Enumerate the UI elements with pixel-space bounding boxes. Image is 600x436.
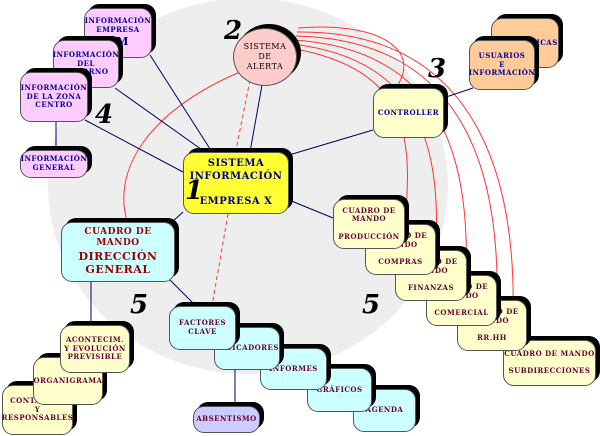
node-label-line: DE: [258, 52, 272, 61]
node-label-line: MANDO: [351, 214, 387, 224]
node-label-line: INFORMACIÓN: [468, 68, 536, 78]
node-label-line: CENTRO: [35, 100, 73, 110]
section-number: 2: [224, 16, 243, 46]
node-label-line: CUADRO DE: [342, 205, 396, 215]
node-label-line: PRODUCCIÓN: [338, 231, 400, 241]
node-label-line: ACONTECIM.: [65, 334, 125, 344]
node-label-line: COMPRAS: [378, 257, 423, 267]
node-controller: CONTROLLER: [373, 88, 444, 138]
link-lines: [55, 54, 474, 406]
node-label-line: INFORMES: [269, 363, 318, 373]
section-number: 4: [95, 100, 114, 130]
node-label-line: CUADRO DE MANDO: [84, 227, 152, 249]
node-label-line: SISTEMA: [207, 158, 265, 169]
section-number: 3: [428, 54, 447, 84]
node-label-line: EMPRESA: [96, 25, 140, 35]
node-label-line: PREVISIBLE: [67, 352, 123, 362]
node-label-line: USUARIOS: [478, 50, 526, 60]
node-label-line: ORGANIGRAMA: [33, 375, 103, 385]
node-label-line: EMPRESA X: [199, 195, 273, 207]
node-label-line: DEL: [77, 58, 95, 68]
node-absentismo: ABSENTISMO: [193, 406, 260, 433]
node-label-line: INFORMACIÓN: [189, 170, 283, 182]
section-number: 5: [362, 290, 381, 320]
node-label-line: CLAVE: [188, 327, 217, 336]
node-label-line: E: [499, 59, 505, 69]
node-label-line: SUBDIRECCIONES: [508, 366, 591, 376]
node-label-line: Y: [34, 404, 41, 414]
node-label-line: DIRECCIÓN: [78, 249, 158, 263]
node-label-line: RESPONSABLES: [1, 413, 74, 423]
node-label-line: GRÁFICOS: [316, 384, 363, 394]
node-label-line: SISTEMA: [243, 42, 287, 51]
node-label-line: FACTORES: [178, 318, 227, 328]
node-label-line: INFORMACIÓN: [20, 154, 88, 164]
node-label-line: INFORMACIÓN: [52, 49, 120, 59]
node-label-line: RR.HH: [477, 333, 507, 343]
node-label-line: [234, 183, 238, 196]
node-label-line: DE LA ZONA: [26, 91, 82, 101]
node-label-line: ENTORNO: [63, 67, 109, 77]
node-label-line: COMERCIAL: [434, 308, 489, 318]
node-label-line: ALERTA: [246, 62, 284, 71]
node-label-line: FINANZAS: [407, 283, 455, 293]
node-label-line: INFORMACIÓN: [20, 82, 88, 92]
node-label-line: AGENDA: [365, 405, 404, 415]
node-label-line: GENERAL: [85, 263, 151, 277]
node-label-line: CONTROLLER: [377, 107, 440, 117]
node-label-line: CUADRO DE MANDO: [504, 348, 595, 358]
node-label-line: INFORMACIÓN: [84, 16, 152, 26]
node-label-line: GENERAL: [32, 163, 76, 172]
node-label-line: Y EVOLUCIÓN: [64, 343, 126, 353]
section-number: 1: [185, 176, 204, 206]
node-label-line: ABSENTISMO: [196, 414, 257, 424]
section-number: 5: [130, 290, 149, 320]
node-label-line: INDICADORES: [215, 343, 279, 353]
